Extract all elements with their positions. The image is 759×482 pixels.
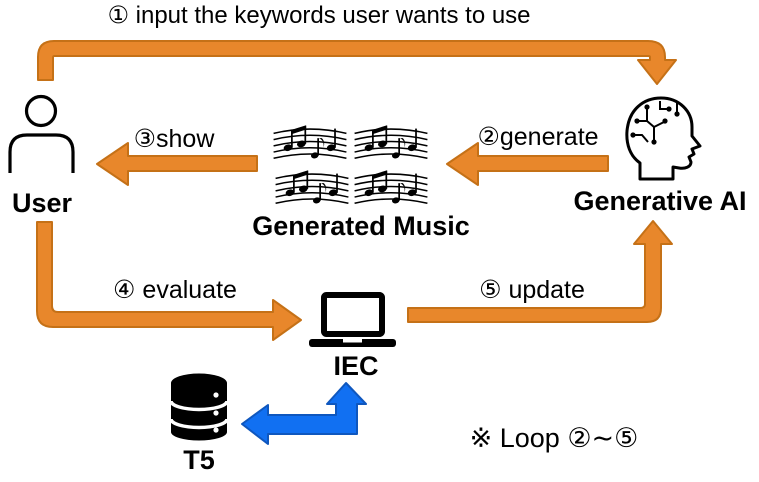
arrow-step1 [37,40,677,85]
node-label-generative-ai: Generative AI [573,186,747,216]
step2-label: ②generate [477,123,599,151]
step5-label: ⑤ update [479,276,585,304]
person-icon [8,94,75,173]
node-label-generated-music: Generated Music [252,211,470,241]
laptop-icon [309,292,396,347]
ai-head-icon [625,96,702,181]
loop-note: ※ Loop ②∼⑤ [469,423,639,453]
step3-label: ③show [133,125,215,153]
step4-label: ④ evaluate [113,276,237,304]
arrow-step4 [36,221,302,341]
music-score-icon [274,169,350,206]
arrow-step3 [96,142,258,186]
node-label-user: User [11,188,73,218]
database-icon [169,373,229,441]
node-label-iec: IEC [333,351,379,381]
music-score-icon [353,124,429,161]
arrow-t5-iec [241,382,367,445]
music-score-icon [353,169,429,206]
node-label-t5: T5 [183,445,215,475]
music-score-icon [272,124,348,161]
arrow-step5 [407,220,673,323]
step1-label: ① input the keywords user wants to use [107,2,531,29]
arrow-step2 [446,142,609,186]
